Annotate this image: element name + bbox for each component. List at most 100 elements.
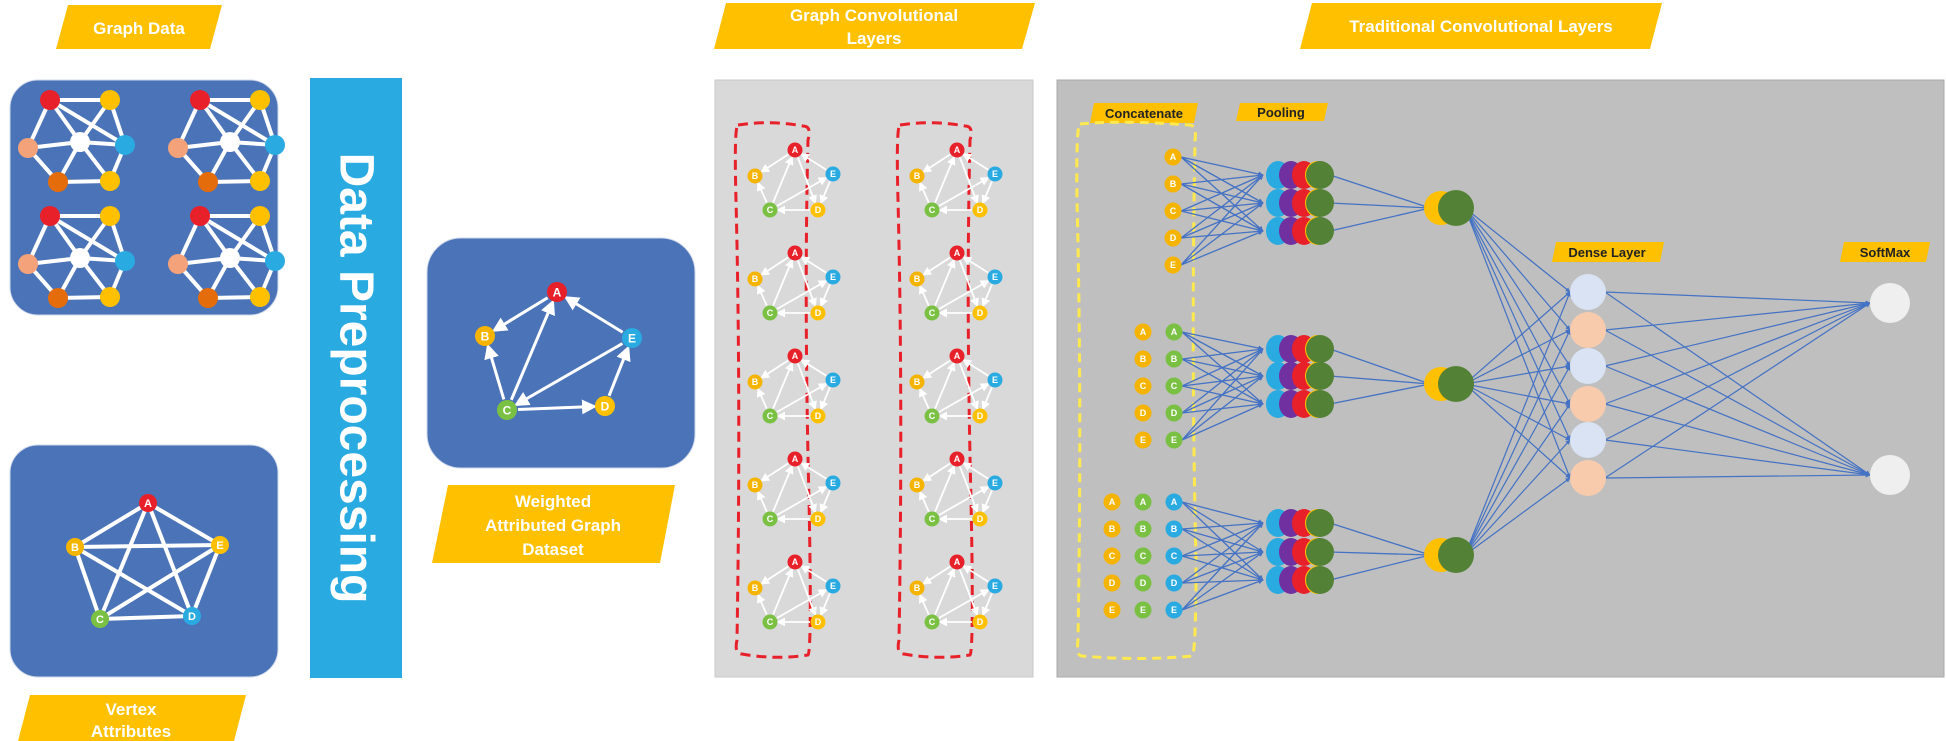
edge [981,593,993,617]
graph-node-3 [168,254,188,274]
edge [934,361,956,409]
edge-fm-dense [1464,207,1571,293]
graph-data-title: Graph Data [93,19,185,38]
gcl-node-A: A [787,348,803,364]
vertex-C: C [91,610,109,628]
edge-input-pool [1181,551,1264,611]
weighted-title-line3: Dataset [522,540,584,559]
edge-input-pool [1181,348,1264,441]
edge [800,256,827,274]
edge [934,155,956,203]
graph-node-5 [265,135,285,155]
edge-dense-softmax [1604,472,1871,479]
edge [797,466,817,514]
svg-text:E: E [992,478,998,488]
graph-node-4 [220,248,240,268]
svg-text:A: A [954,145,961,155]
edge [73,545,194,618]
svg-text:E: E [1140,605,1146,615]
edge [73,546,102,620]
edge [797,260,817,308]
svg-text:D: D [815,514,822,524]
svg-text:E: E [628,331,636,345]
gcl-node-C: C [924,614,940,630]
edge [776,589,828,619]
edge [563,296,624,334]
gcl-node-D: D [972,305,988,321]
gcl-node-C: C [762,408,778,424]
edge [517,399,598,415]
svg-text:C: C [767,514,774,524]
edge [919,593,930,616]
graph-node-4 [70,132,90,152]
edge [819,593,831,617]
edge-input-pool [1180,156,1264,177]
svg-text:D: D [977,411,984,421]
svg-text:D: D [815,617,822,627]
svg-text:C: C [1140,381,1147,391]
gcl-node-A: A [949,348,965,364]
svg-text:B: B [914,480,921,490]
edge [938,589,990,619]
edge [800,462,827,480]
vertex-attributes-panel [9,444,279,678]
svg-text:D: D [188,611,196,623]
edge-dense-softmax [1604,439,1871,477]
concat-node-g2-c2-C: C [1165,377,1183,395]
edge-input-pool [1181,522,1264,557]
gcl-node-B: B [747,168,763,184]
edge [981,284,993,308]
svg-text:C: C [767,205,774,215]
edge [962,359,989,377]
edge [959,466,979,514]
network-connections [1180,156,1871,611]
dense-node-6 [1570,460,1606,496]
svg-text:B: B [752,274,759,284]
svg-text:C: C [1109,551,1116,561]
edge-input-pool [1181,501,1264,525]
edge-dense-softmax [1604,329,1871,476]
gcl-node-B: B [909,374,925,390]
edge-fm-dense [1464,329,1571,385]
pooling-tag: Pooling [1236,103,1328,121]
edge-fm-dense [1464,403,1571,556]
concat-node-g3-c1-A: A [1103,493,1121,511]
svg-text:A: A [553,285,562,299]
graph-node-5 [115,135,135,155]
weighted-title-line1: Weighted [515,492,591,511]
edge-fm-dense [1464,207,1571,405]
gcl-node-D: D [810,511,826,527]
gcl-node-E: E [987,269,1003,285]
banner-graph-conv: Graph Convolutional Layers [714,3,1035,49]
gcl-node-B: B [747,271,763,287]
gcl-node-C: C [762,511,778,527]
svg-text:C: C [767,308,774,318]
edge [760,153,789,173]
gcl-node-A: A [949,245,965,261]
edge-input-pool [1181,551,1264,584]
graph-conv-panel [714,79,1034,678]
edge-input-pool [1181,522,1264,584]
gcl-node-A: A [787,142,803,158]
graph-node-1 [40,206,60,226]
edge [760,256,789,276]
edge [959,157,979,205]
svg-text:B: B [71,542,79,554]
concat-node-g3-c2-D: D [1134,574,1152,592]
concat-node-g3-c1-C: C [1103,547,1121,565]
edge-dense-softmax [1604,302,1871,479]
svg-text:D: D [1171,578,1178,588]
graph-node-4 [70,248,90,268]
graph-node-4 [220,132,240,152]
concat-node-g2-c2-A: A [1165,323,1183,341]
data-preprocessing-bar [310,78,402,678]
edge-dense-softmax [1604,302,1871,405]
svg-text:D: D [1140,578,1147,588]
pool-stack-g1-1 [1266,161,1334,189]
gcl-node-A: A [787,245,803,261]
edge-pool-fm [1329,348,1431,385]
